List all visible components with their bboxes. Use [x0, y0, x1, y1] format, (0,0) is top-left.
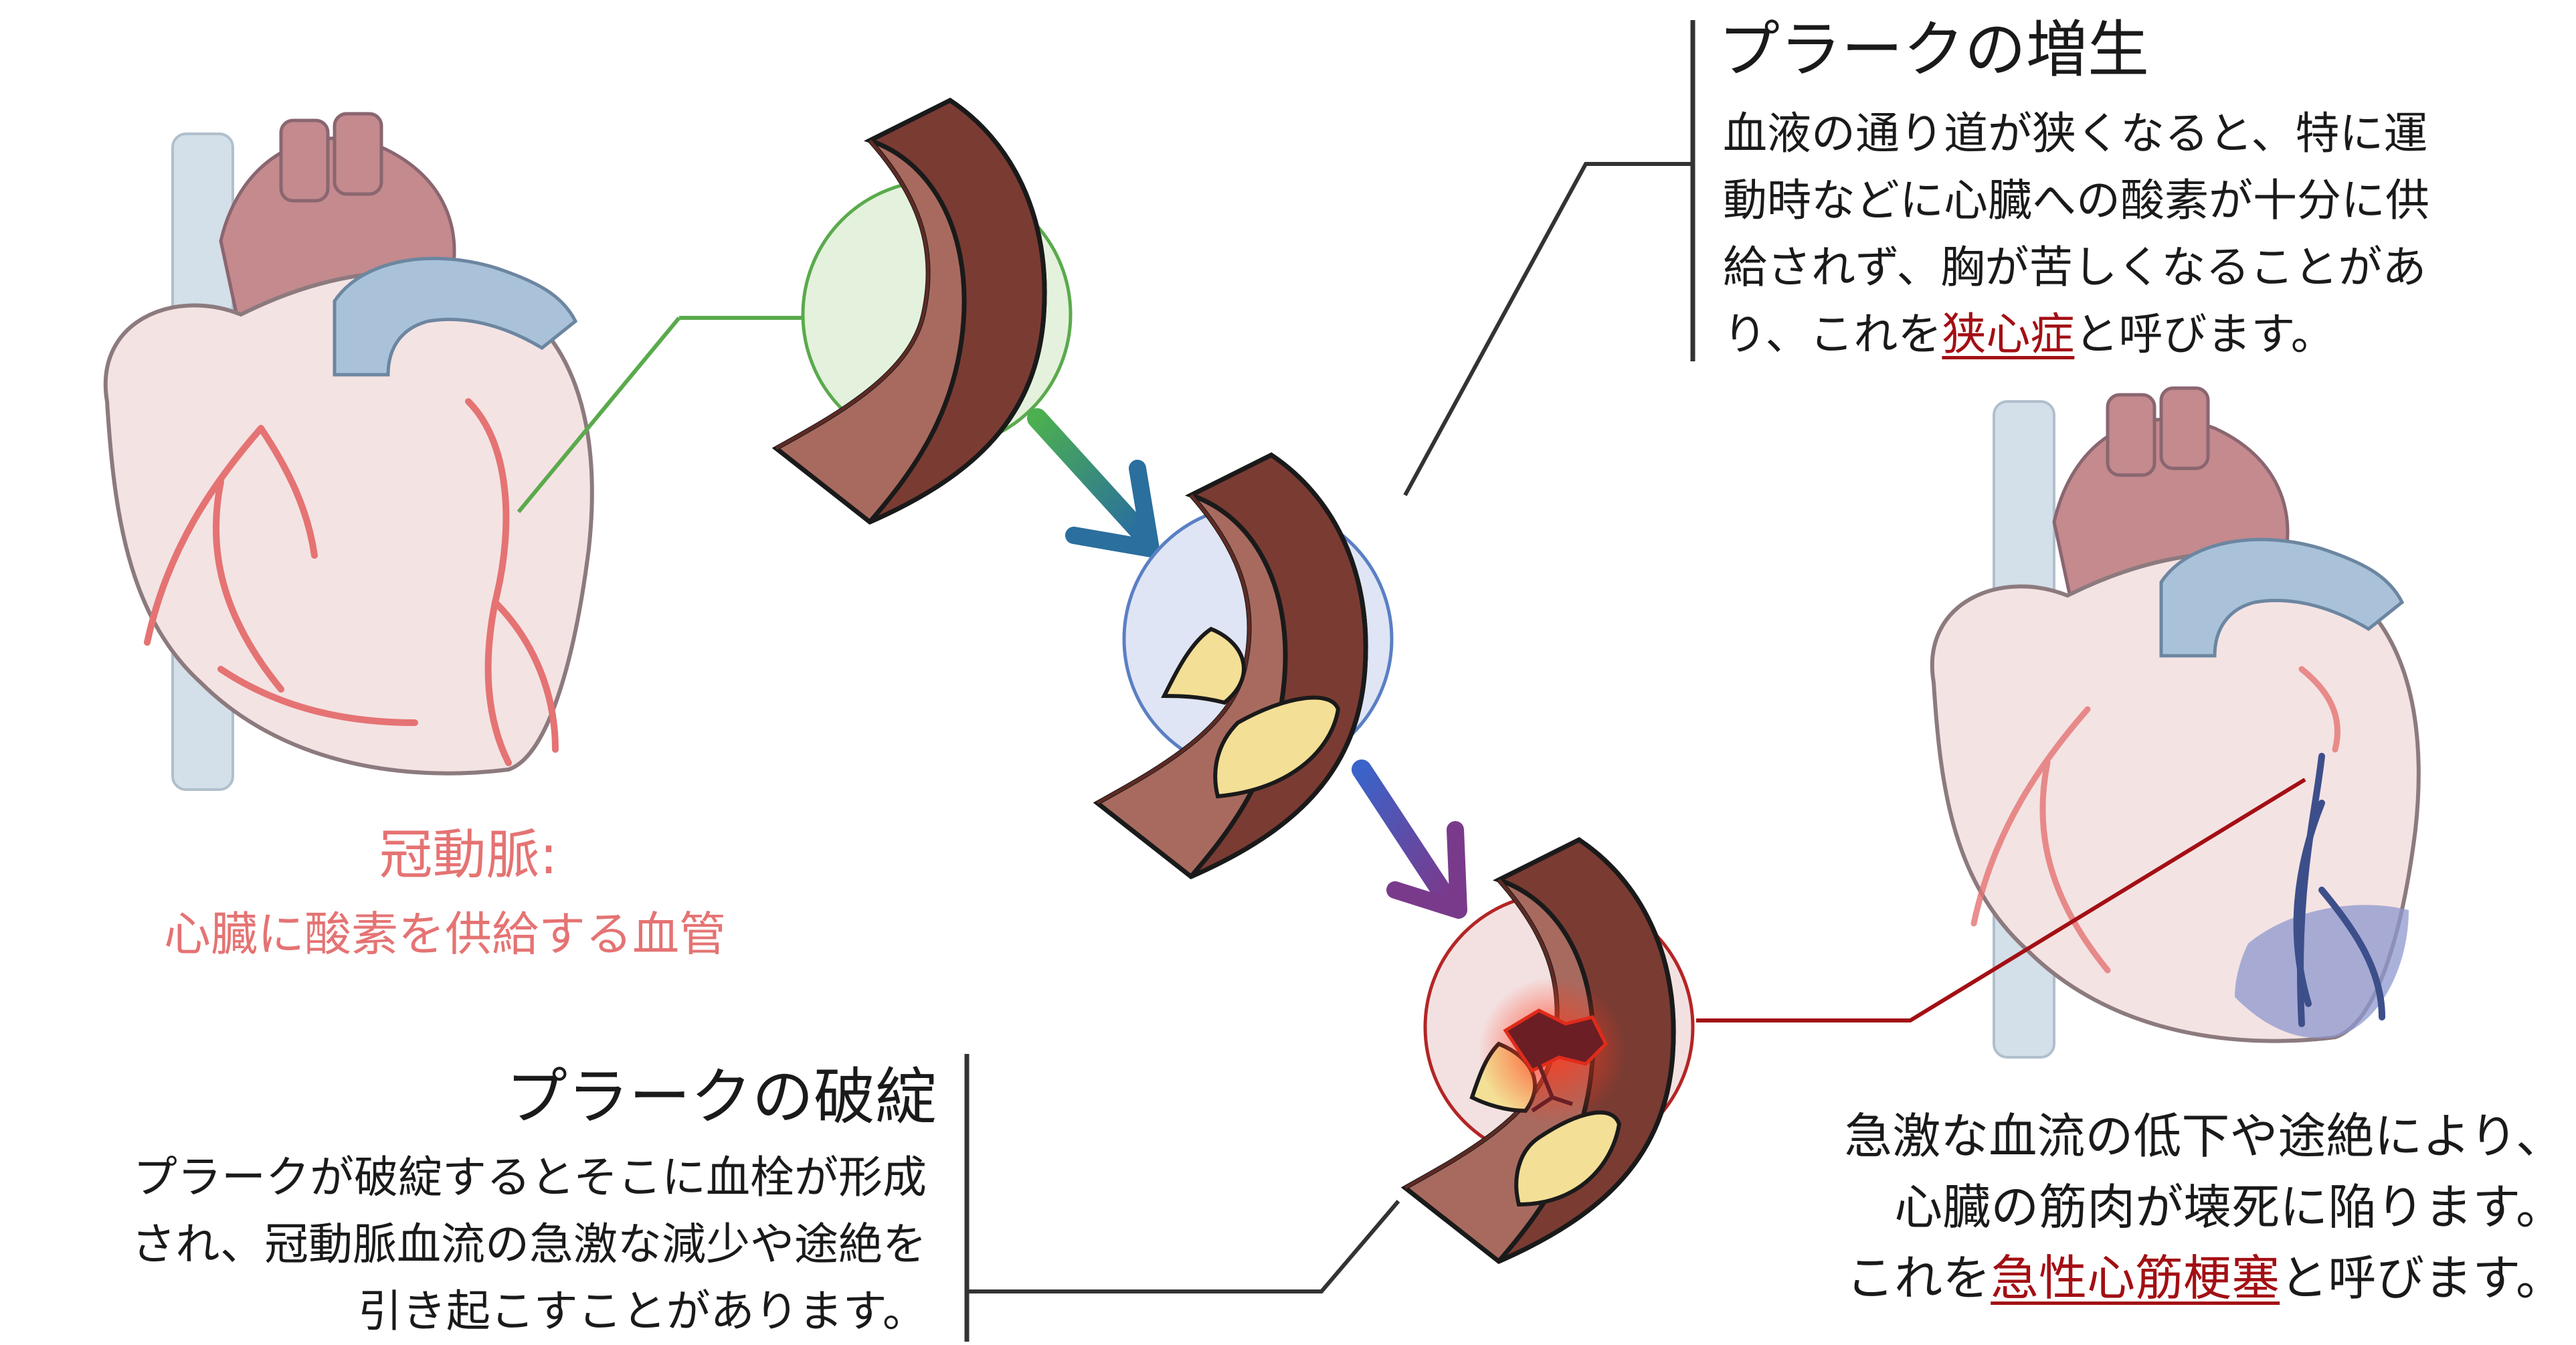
ami-term[interactable]: 急性心筋梗塞	[1991, 1250, 2280, 1306]
angina-term[interactable]: 狭心症	[1942, 308, 2075, 360]
plaque-growth-line-1: 血液の通り道が狭くなると、特に運	[1723, 108, 2428, 159]
plaque-growth-title: プラークの増生	[1718, 14, 2150, 86]
infarct-description: 急激な血流の低下や途絶により、 心臓の筋肉が壊死に陥ります。 これを急性心筋梗塞…	[1844, 1101, 2564, 1314]
ami-suffix: と呼びます。	[2280, 1250, 2564, 1306]
angina-suffix: と呼びます。	[2074, 308, 2335, 360]
plaque-growth-line-2: 動時などに心臓への酸素が十分に供	[1723, 175, 2429, 226]
progression-arrow-2	[1352, 759, 1467, 919]
coronary-description: 心臓に酸素を供給する血管	[164, 907, 726, 962]
plaque-rupture-line-3: 引き起こすことがあります。	[357, 1285, 927, 1337]
plaque-growth-description: 血液の通り道が狭くなると、特に運 動時などに心臓への酸素が十分に供 給されず、胸…	[1723, 100, 2429, 368]
vessel-normal	[517, 100, 1073, 522]
plaque-rupture-line-1: プラークが破綻するとそこに血栓が形成	[132, 1152, 927, 1203]
plaque-growth-line-4: り、これを狭心症と呼びます。	[1723, 301, 2429, 368]
heart-with-infarct-illustration	[1930, 386, 2421, 1059]
infarct-line-1: 急激な血流の低下や途絶により、	[1844, 1108, 2564, 1164]
progression-arrow-1	[1027, 408, 1160, 557]
heart-illustration	[103, 112, 594, 791]
vessel-plaque-growth	[1097, 455, 1394, 877]
vessel-plaque-rupture	[1405, 840, 1695, 1261]
leader-line-bottom	[967, 1200, 1400, 1293]
plaque-growth-line-3: 給されず、胸が苦しくなることがあ	[1723, 242, 2427, 293]
plaque-rupture-title: プラークの破綻	[505, 1061, 937, 1133]
plaque-rupture-description: プラークが破綻するとそこに血栓が形成 され、冠動脈血流の急激な減少や途絶を 引き…	[131, 1144, 927, 1345]
infarct-line-2: 心臓の筋肉が壊死に陥ります。	[1894, 1179, 2564, 1235]
angina-prefix: り、これを	[1723, 308, 1942, 360]
coronary-label: 冠動脈:	[379, 824, 558, 886]
infarct-line-3: これを急性心筋梗塞と呼びます。	[1844, 1243, 2564, 1314]
leader-line-top	[1403, 162, 1693, 497]
leader-line-infarct	[1696, 778, 2306, 1022]
plaque-rupture-line-2: され、冠動脈血流の急激な減少や途絶を	[131, 1219, 927, 1270]
ami-prefix: これを	[1846, 1250, 1991, 1306]
